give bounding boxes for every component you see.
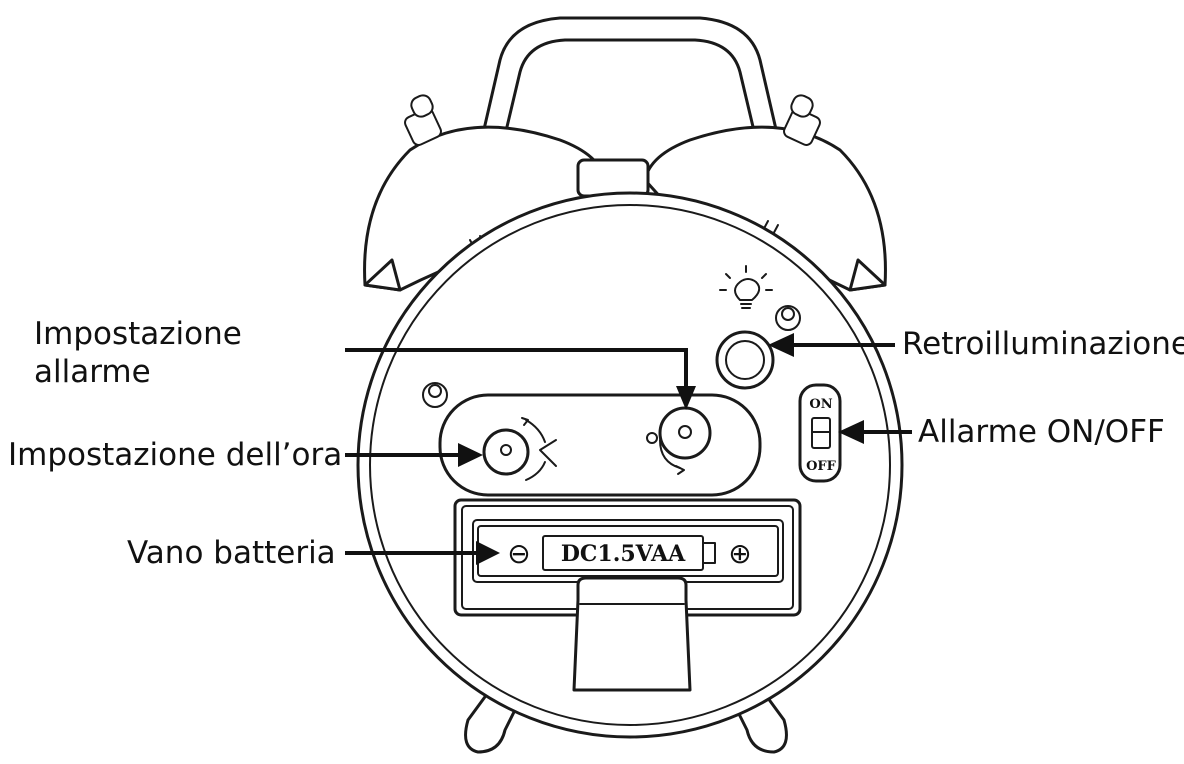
battery-label: Vano batteria bbox=[127, 535, 336, 571]
arrow-backlight bbox=[768, 333, 895, 357]
screw-top-right bbox=[775, 305, 801, 331]
left-bell bbox=[363, 94, 607, 292]
lightbulb-icon bbox=[719, 265, 773, 309]
backlight-label: Retroilluminazione bbox=[902, 326, 1184, 362]
switch-off-label: OFF bbox=[806, 459, 837, 474]
time-setting-label: Impostazione dell’ora bbox=[8, 437, 343, 473]
alarm-setting-label: Impostazione allarme bbox=[34, 315, 242, 391]
alarm-switch-label: Allarme ON/OFF bbox=[918, 414, 1165, 450]
carry-handle bbox=[468, 16, 792, 192]
switch-on-label: ON bbox=[809, 397, 832, 412]
alarm-setting-knob[interactable] bbox=[646, 406, 712, 475]
battery-cover-tab[interactable] bbox=[572, 576, 692, 692]
battery-minus-symbol: ⊖ bbox=[507, 538, 530, 569]
alarm-setting-label-line1: Impostazione bbox=[34, 316, 242, 352]
screw-top-left bbox=[422, 382, 448, 408]
arrow-alarm-switch bbox=[838, 420, 912, 444]
arrow-battery bbox=[345, 541, 500, 565]
time-setting-knob[interactable] bbox=[482, 417, 557, 481]
battery-plate-text: DC1.5VAA bbox=[561, 541, 686, 567]
arrow-alarm-setting bbox=[345, 348, 696, 410]
arrow-time-setting bbox=[345, 443, 483, 467]
alarm-switch[interactable]: ON OFF bbox=[798, 383, 842, 483]
battery-plus-symbol: ⊕ bbox=[728, 538, 751, 569]
alarm-setting-label-line2: allarme bbox=[34, 354, 151, 390]
backlight-button[interactable] bbox=[715, 330, 775, 390]
